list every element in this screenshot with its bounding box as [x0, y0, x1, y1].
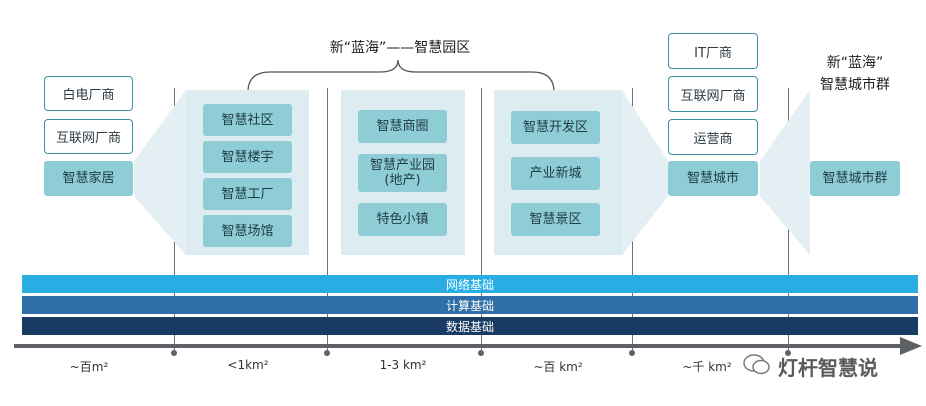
axis-tick-2 [324, 350, 330, 356]
network-foundation-bar: 网络基础 [22, 275, 918, 293]
scale-label-hundred-km2: ~百 km² [533, 360, 583, 374]
blue-ocean-city-cluster-title: 新“蓝海” 智慧城市群 [820, 55, 890, 93]
smart-venue-box: 智慧场馆 [203, 215, 292, 247]
top-brace [247, 59, 555, 93]
smart-community-box: 智慧社区 [203, 104, 292, 136]
watermark-text: 灯杆智慧说 [778, 356, 878, 380]
separator-line-2 [327, 88, 328, 353]
axis-tick-3 [478, 350, 484, 356]
axis-tick-5 [785, 350, 791, 356]
smart-home-box: 智慧家居 [44, 161, 133, 196]
axis-arrowhead [900, 337, 922, 355]
smart-scenic-area-box: 智慧景区 [511, 203, 600, 236]
scale-label-hundred-m2: ~百m² [69, 360, 109, 374]
axis-tick-1 [171, 350, 177, 356]
smart-city-cluster-box: 智慧城市群 [810, 161, 900, 196]
smart-city-box: 智慧城市 [668, 161, 758, 196]
industrial-new-city-box: 产业新城 [511, 157, 600, 190]
blue-ocean-park-title: 新“蓝海”——智慧园区 [329, 40, 471, 56]
axis-tick-4 [629, 350, 635, 356]
scale-label-under-1km2: <1km² [227, 358, 269, 372]
outline-box-internet-vendors: 互联网厂商 [44, 119, 133, 154]
featured-town-box: 特色小镇 [358, 203, 447, 236]
data-foundation-bar: 数据基础 [22, 317, 918, 335]
scale-axis [14, 344, 904, 348]
smart-factory-box: 智慧工厂 [203, 178, 292, 210]
smart-business-district-box: 智慧商圈 [358, 110, 447, 143]
outline-box-it-vendors: IT厂商 [668, 33, 758, 69]
outline-box-internet-vendors-right: 互联网厂商 [668, 76, 758, 112]
smart-industrial-park-box: 智慧产业园 (地产) [358, 154, 447, 192]
right-funnel [622, 90, 668, 255]
separator-line-3 [481, 88, 482, 353]
scale-label-thousand-km2: ~千 km² [682, 360, 732, 374]
outline-box-operators: 运营商 [668, 119, 758, 155]
scale-label-1-3km2: 1-3 km² [379, 358, 427, 372]
smart-building-box: 智慧楼宇 [203, 141, 292, 173]
left-funnel [134, 90, 186, 255]
wechat-icon [743, 354, 770, 375]
smart-development-zone-box: 智慧开发区 [511, 111, 600, 144]
far-right-funnel [760, 90, 810, 255]
outline-box-white-goods: 白电厂商 [44, 76, 133, 111]
compute-foundation-bar: 计算基础 [22, 296, 918, 314]
